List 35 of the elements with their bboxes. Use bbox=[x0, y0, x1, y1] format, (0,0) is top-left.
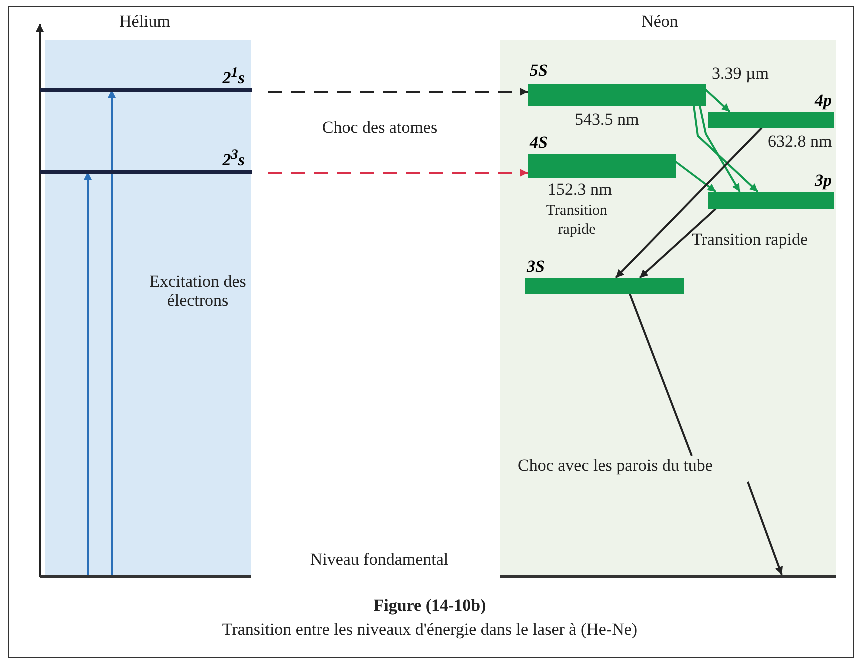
arrow bbox=[693, 106, 759, 193]
arrow bbox=[705, 89, 731, 113]
connector-line bbox=[629, 294, 693, 456]
arrow bbox=[615, 127, 763, 279]
level-label: 2$^{3}$s bbox=[222, 146, 245, 170]
figure-caption: Transition entre les niveaux d'énergie dans le laser à (He-Ne) bbox=[221, 620, 639, 639]
wavelength-label: 152.3 nm bbox=[548, 180, 614, 199]
wavelength-label: 632.8 nm bbox=[768, 132, 834, 151]
level-label: 3S bbox=[527, 258, 546, 276]
annotation-text: Niveau fondamental bbox=[309, 550, 450, 569]
level-label: 4S bbox=[530, 134, 549, 152]
arrow bbox=[639, 208, 717, 279]
arrow bbox=[268, 88, 528, 96]
arrow bbox=[108, 90, 116, 575]
annotation-text: Excitation des électrons bbox=[148, 272, 248, 310]
level-label: 4p bbox=[814, 92, 832, 110]
annotation-text: Transition rapide bbox=[545, 202, 609, 240]
annotation-text: Choc des atomes bbox=[321, 118, 439, 137]
panel-heading: Néon bbox=[640, 12, 680, 31]
figure-number: Figure (14-10b) bbox=[372, 596, 488, 615]
arrow bbox=[268, 169, 528, 177]
wavelength-label: 543.5 nm bbox=[575, 110, 640, 129]
wavelength-label: 3.39 µm bbox=[712, 64, 770, 83]
level-label: 2$^{1}$s bbox=[222, 64, 245, 88]
ground-level-line bbox=[500, 575, 836, 578]
arrow bbox=[747, 482, 783, 576]
level-label: 5S bbox=[530, 62, 549, 80]
arrow bbox=[84, 172, 92, 575]
level-label: 3p bbox=[814, 172, 832, 190]
arrow bbox=[675, 161, 717, 193]
annotation-text: Transition rapide bbox=[690, 230, 809, 249]
panel-heading: Hélium bbox=[118, 12, 172, 31]
ground-level-line bbox=[40, 575, 251, 578]
arrow bbox=[699, 106, 741, 192]
bare-text: Choc avec les parois du tube bbox=[518, 456, 768, 478]
